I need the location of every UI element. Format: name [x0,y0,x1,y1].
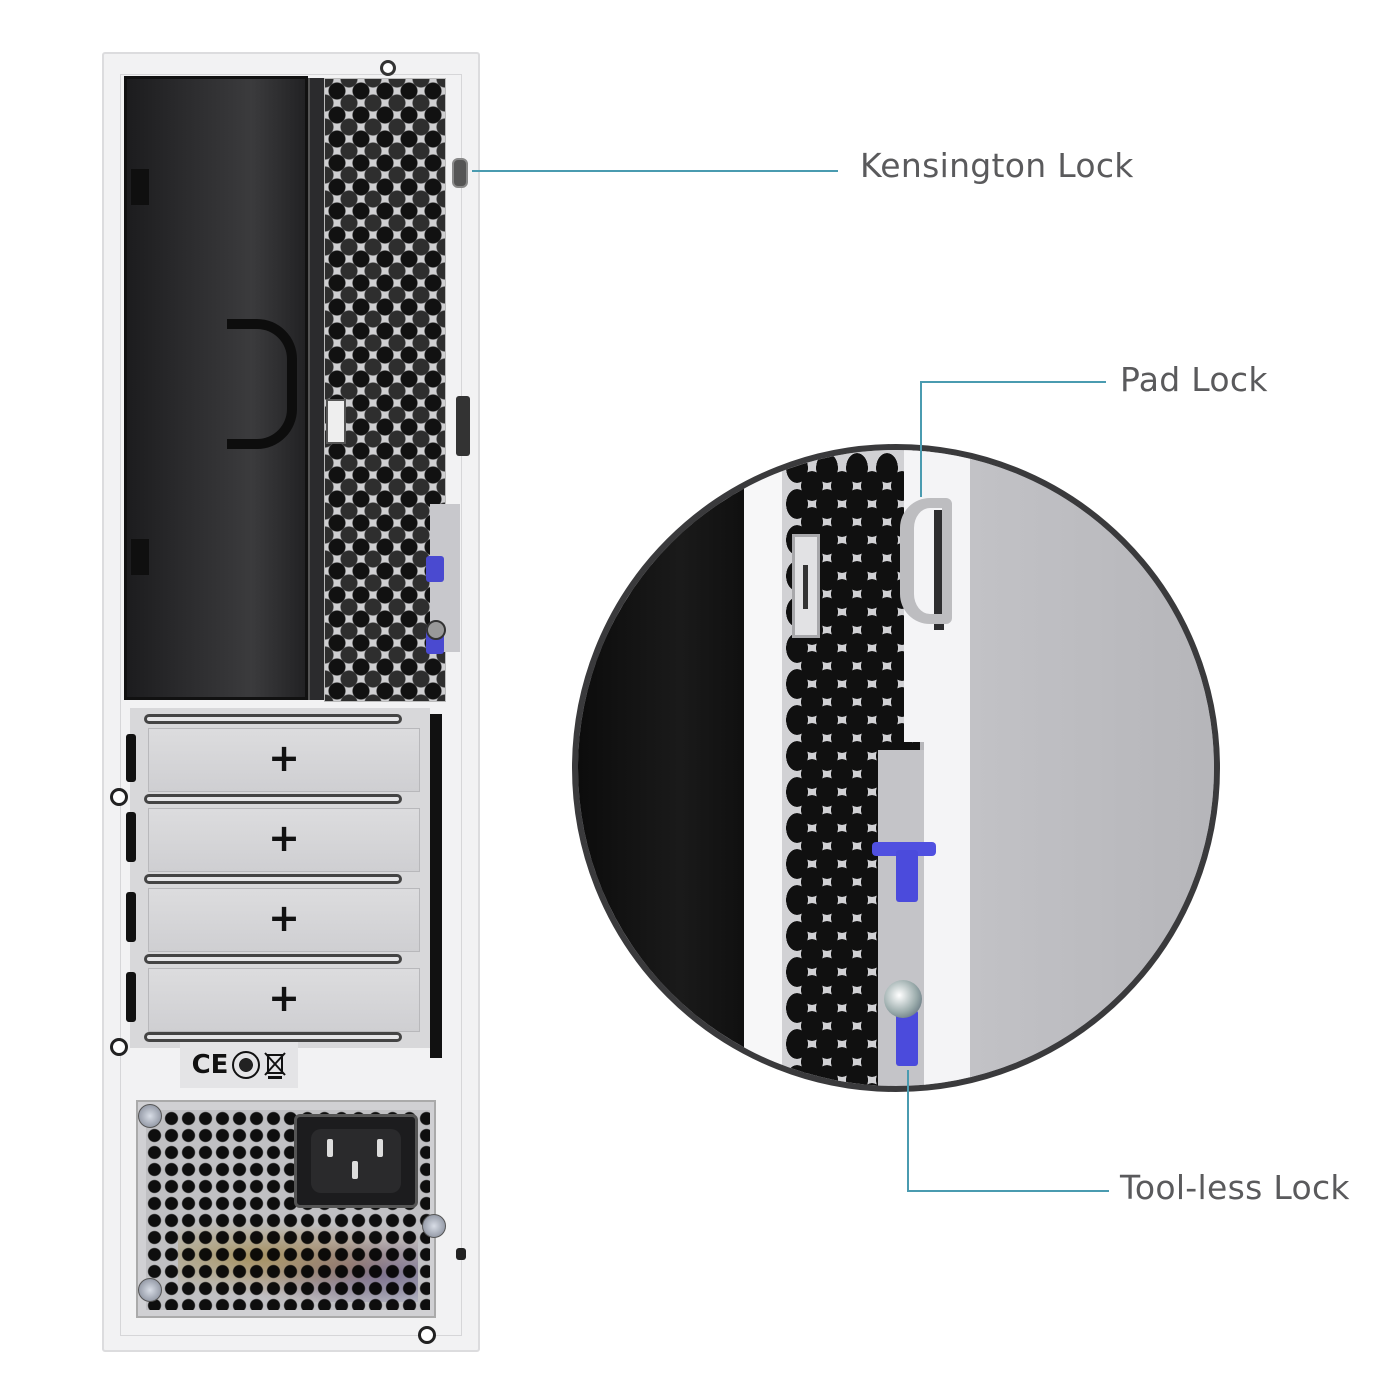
side-panel [970,450,1214,1086]
slot-rail [144,954,402,964]
callout-label-kensington: Kensington Lock [860,146,1134,185]
weee-bin-icon [264,1052,287,1079]
toolless-clip-head [872,842,936,856]
screw-icon [422,1214,446,1238]
bay-tab [131,539,149,575]
usb-slot [803,565,808,609]
toolless-clip [426,556,444,582]
socket-recess [311,1129,401,1193]
drive-bay-detail [578,450,748,1086]
plus-icon: + [268,736,300,781]
bay-tab [131,169,149,205]
expansion-slot-cover: + [148,968,420,1032]
certification-label: CE [180,1042,298,1088]
padlock-loop-detail [900,498,952,624]
expansion-slot-cover: + [148,808,420,872]
thumb-screw-icon [884,980,922,1018]
thumb-screw-icon [426,620,446,640]
usb-port-detail [792,534,820,638]
psu-internals [178,1212,418,1302]
detail-zoom-circle [572,444,1220,1092]
slot-rail [144,714,402,724]
toolless-clip-lower [896,1010,918,1066]
callout-line-toolless [907,1190,1109,1192]
case-frame [120,74,462,1336]
case-tab [126,972,136,1022]
toolless-clip-stem [896,850,918,902]
padlock-bar [934,510,944,630]
ventilation-mesh [324,78,446,702]
case-tab [126,892,136,942]
plus-icon: + [268,896,300,941]
callout-line-toolless-vertical [907,1070,909,1192]
drive-bay-opening [124,76,308,700]
ce-mark: CE [191,1050,229,1080]
screw-icon [418,1326,436,1344]
slot-rail [144,1032,402,1042]
bay-divider [308,78,326,700]
case-tab [126,734,136,782]
slot-bracket-edge [430,714,442,1058]
plus-icon: + [268,976,300,1021]
plus-icon: + [268,816,300,861]
frame-edge [744,450,782,1086]
padlock-loop [456,396,470,456]
ac-power-socket[interactable] [294,1114,418,1208]
power-supply [136,1100,436,1318]
socket-pin [377,1139,383,1157]
usb-port [326,399,346,444]
callout-label-toolless: Tool-less Lock [1120,1168,1350,1207]
pc-case-rear-view: + + + + CE [102,52,480,1352]
socket-pin [352,1161,358,1179]
screw-icon [110,1038,128,1056]
expansion-slot-cover: + [148,728,420,792]
slot-rail [144,794,402,804]
internal-cable [227,319,297,449]
callout-line-kensington [472,170,838,172]
screw-icon [110,788,128,806]
case-hole [456,1248,466,1260]
recycling-leaf-icon [232,1051,261,1079]
callout-line-padlock [920,381,1106,383]
socket-pin [327,1139,333,1157]
callout-line-padlock-vertical [920,381,922,497]
slot-rail [144,874,402,884]
expansion-slot-cover: + [148,888,420,952]
screw-icon [138,1278,162,1302]
case-tab [126,812,136,862]
screw-icon [138,1104,162,1128]
callout-label-padlock: Pad Lock [1120,360,1268,399]
screw-icon [380,60,396,76]
kensington-lock-slot [452,158,468,188]
